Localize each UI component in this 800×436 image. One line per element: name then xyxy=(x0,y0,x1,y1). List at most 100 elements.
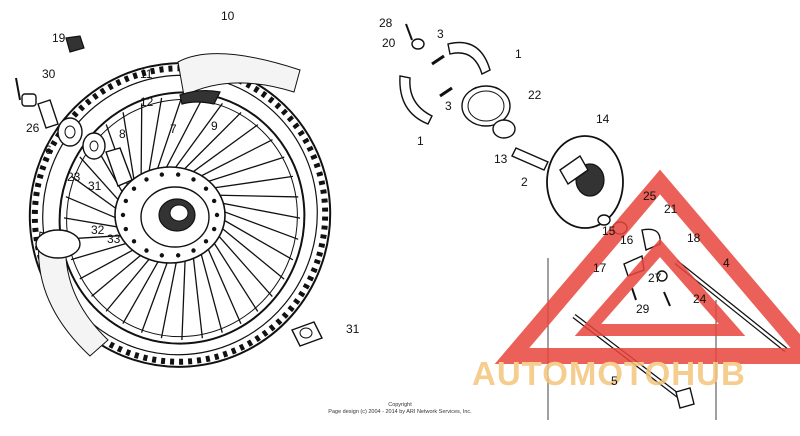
hub-hole xyxy=(144,177,149,182)
spoke xyxy=(122,254,163,324)
seal-22-inner xyxy=(467,90,505,122)
hub-hole xyxy=(123,226,129,232)
callout-9: 9 xyxy=(211,119,218,133)
hub-hole xyxy=(191,248,196,253)
spoke xyxy=(211,228,273,297)
callout-32: 32 xyxy=(91,223,105,237)
hub-hole xyxy=(159,172,165,177)
seal-23-bore xyxy=(64,125,76,139)
nut-26 xyxy=(21,93,37,107)
callout-11: 11 xyxy=(140,67,153,81)
callout-23: 23 xyxy=(67,170,81,184)
bearing-13 xyxy=(492,119,516,139)
seal-23 xyxy=(57,117,83,147)
hub-hole xyxy=(214,212,220,218)
bearing-31-right-bore xyxy=(299,327,313,339)
callout-19: 19 xyxy=(52,31,66,45)
seal-15 xyxy=(597,214,611,226)
rim-band-12 xyxy=(179,89,221,105)
hub-hole xyxy=(120,212,126,218)
hub-hole xyxy=(131,186,137,191)
bearing-31 xyxy=(82,132,106,160)
spoke xyxy=(204,175,294,190)
copyright-line-1: Copyright xyxy=(388,402,412,408)
spoke xyxy=(105,252,156,312)
hub-hole xyxy=(159,253,165,258)
callout-13: 13 xyxy=(494,152,508,166)
brake-shoe-1-bottom xyxy=(399,75,433,125)
watermark-inner-triangle-icon xyxy=(574,238,746,336)
spoke xyxy=(169,103,223,176)
spoke xyxy=(198,156,285,185)
callout-6: 6 xyxy=(45,143,52,157)
axle-4-highlight xyxy=(675,261,787,351)
brake-panel-boss xyxy=(559,154,589,186)
spoke xyxy=(198,245,223,333)
tube-section-top xyxy=(177,53,301,97)
spoke xyxy=(161,97,204,176)
spacer-8 xyxy=(105,147,133,187)
hub-hole xyxy=(203,186,209,191)
hub-hole xyxy=(175,253,181,258)
callout-33: 33 xyxy=(107,232,121,246)
spoke xyxy=(122,112,137,190)
bolt-24 xyxy=(663,291,671,307)
bearing-31-bore xyxy=(89,140,99,152)
spoke xyxy=(214,214,294,261)
callout-17: 17 xyxy=(593,261,607,275)
brake-shoe-1-top xyxy=(447,41,491,75)
bearing-31-right xyxy=(291,321,323,347)
callout-27: 27 xyxy=(648,271,662,285)
callout-7: 7 xyxy=(170,122,177,136)
callout-5: 5 xyxy=(611,374,618,388)
callout-12: 12 xyxy=(140,95,154,109)
callout-10: 10 xyxy=(221,9,235,23)
spoke xyxy=(177,111,242,177)
spoke xyxy=(213,221,285,280)
callout-30: 30 xyxy=(42,67,56,81)
callout-28: 28 xyxy=(379,16,393,30)
hub-hole xyxy=(131,239,137,244)
spoke xyxy=(70,240,136,261)
spoke xyxy=(212,200,301,219)
callout-24: 24 xyxy=(693,292,707,306)
callout-1: 1 xyxy=(417,134,424,148)
callout-4: 4 xyxy=(723,256,730,270)
hub-holes xyxy=(120,172,220,258)
spoke xyxy=(181,252,187,341)
spoke xyxy=(91,249,148,297)
callout-3: 3 xyxy=(445,99,452,113)
spoke xyxy=(153,95,183,178)
left-parts xyxy=(15,35,323,347)
spoke xyxy=(79,245,142,280)
spoke xyxy=(208,194,299,198)
valve-cap-19 xyxy=(65,35,85,53)
hub-hole xyxy=(211,198,217,204)
cotter-pin-30 xyxy=(15,77,21,101)
seal-22 xyxy=(461,85,511,127)
hub-hole xyxy=(123,198,129,204)
spoke xyxy=(140,103,143,185)
copyright-line-2: Page design (c) 2004 - 2014 by ARI Netwo… xyxy=(328,409,472,415)
callout-1: 1 xyxy=(515,47,522,61)
pin-29 xyxy=(631,287,637,301)
callout-31: 31 xyxy=(346,322,360,336)
callout-20: 20 xyxy=(382,36,396,50)
hub-hole xyxy=(144,248,149,253)
spring-3-top xyxy=(431,54,445,66)
spring-3-bottom xyxy=(439,86,453,98)
nut-27 xyxy=(656,270,668,282)
spoke xyxy=(160,254,179,339)
spoke xyxy=(146,97,163,181)
brake-cam-2 xyxy=(511,147,549,171)
hub-center xyxy=(169,204,189,222)
spoke xyxy=(185,124,259,178)
callout-16: 16 xyxy=(620,233,634,247)
pin-28 xyxy=(405,23,413,41)
callout-2: 2 xyxy=(521,175,528,189)
washer-20 xyxy=(411,38,425,50)
hub-hole xyxy=(175,172,181,177)
